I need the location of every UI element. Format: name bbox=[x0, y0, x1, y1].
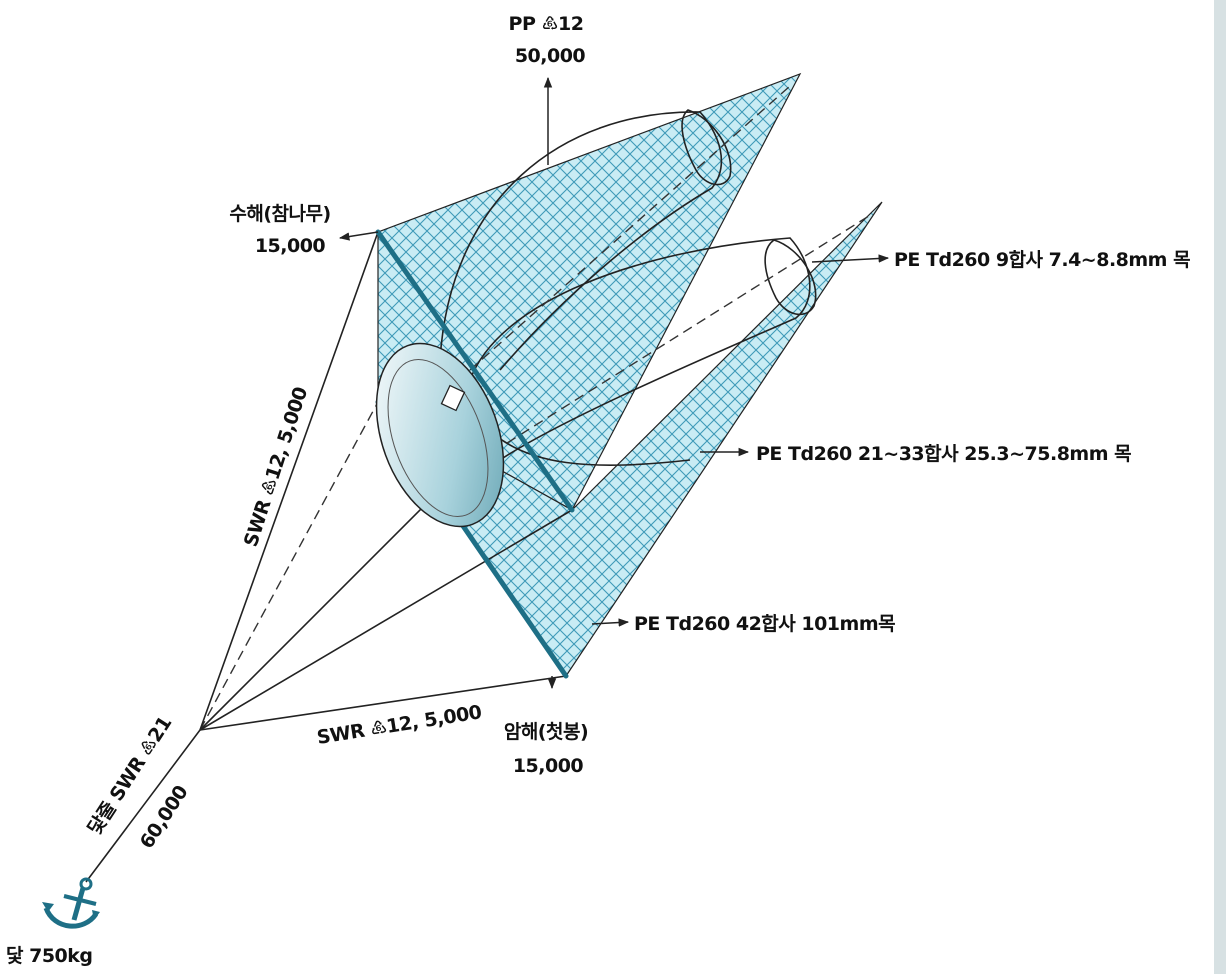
lower-center-dash bbox=[479, 213, 873, 461]
swr-lower-line bbox=[199, 675, 567, 731]
swr-lower-label: SWR ♸12, 5,000 bbox=[315, 701, 483, 749]
right-border bbox=[1214, 0, 1226, 974]
bridle-dash bbox=[199, 401, 379, 731]
lower-cone-ring bbox=[764, 239, 817, 316]
net-rear-label: PE Td260 42합사 101mm목 bbox=[634, 613, 895, 635]
lower-sinker-value: 15,000 bbox=[513, 755, 584, 777]
upper-float-value: 15,000 bbox=[255, 235, 326, 257]
upper-float-label: 수해(참나무) bbox=[229, 203, 330, 225]
anchor-line bbox=[85, 729, 201, 883]
upper-float-arrow bbox=[338, 231, 379, 241]
pp-line-label: PP ♸12 bbox=[509, 13, 584, 35]
bridle-mid-line bbox=[199, 509, 573, 731]
net-front-arrow bbox=[811, 254, 890, 263]
lower-cone-outline bbox=[469, 237, 811, 461]
anchor-line-value: 60,000 bbox=[136, 782, 193, 853]
upper-cone-outline bbox=[439, 111, 723, 371]
upper-center-dash bbox=[469, 85, 791, 371]
net-rear-arrow bbox=[591, 618, 630, 627]
upper-cone-ring bbox=[681, 109, 732, 186]
net-front-label: PE Td260 9합사 7.4~8.8mm 목 bbox=[894, 249, 1190, 271]
upper-frame-rod bbox=[375, 229, 575, 513]
swr-upper-line bbox=[199, 231, 379, 731]
pp-value-label: 50,000 bbox=[515, 45, 586, 67]
anchor-icon bbox=[42, 877, 100, 929]
otter-board bbox=[375, 342, 505, 528]
net-middle-label: PE Td260 21~33합사 25.3~75.8mm 목 bbox=[756, 443, 1131, 465]
anchor-label: 닻 750kg bbox=[6, 945, 93, 967]
swr-upper-label: SWR ♸12, 5,000 bbox=[240, 384, 312, 549]
lower-sinker-label: 암해(첫봉) bbox=[504, 721, 588, 743]
